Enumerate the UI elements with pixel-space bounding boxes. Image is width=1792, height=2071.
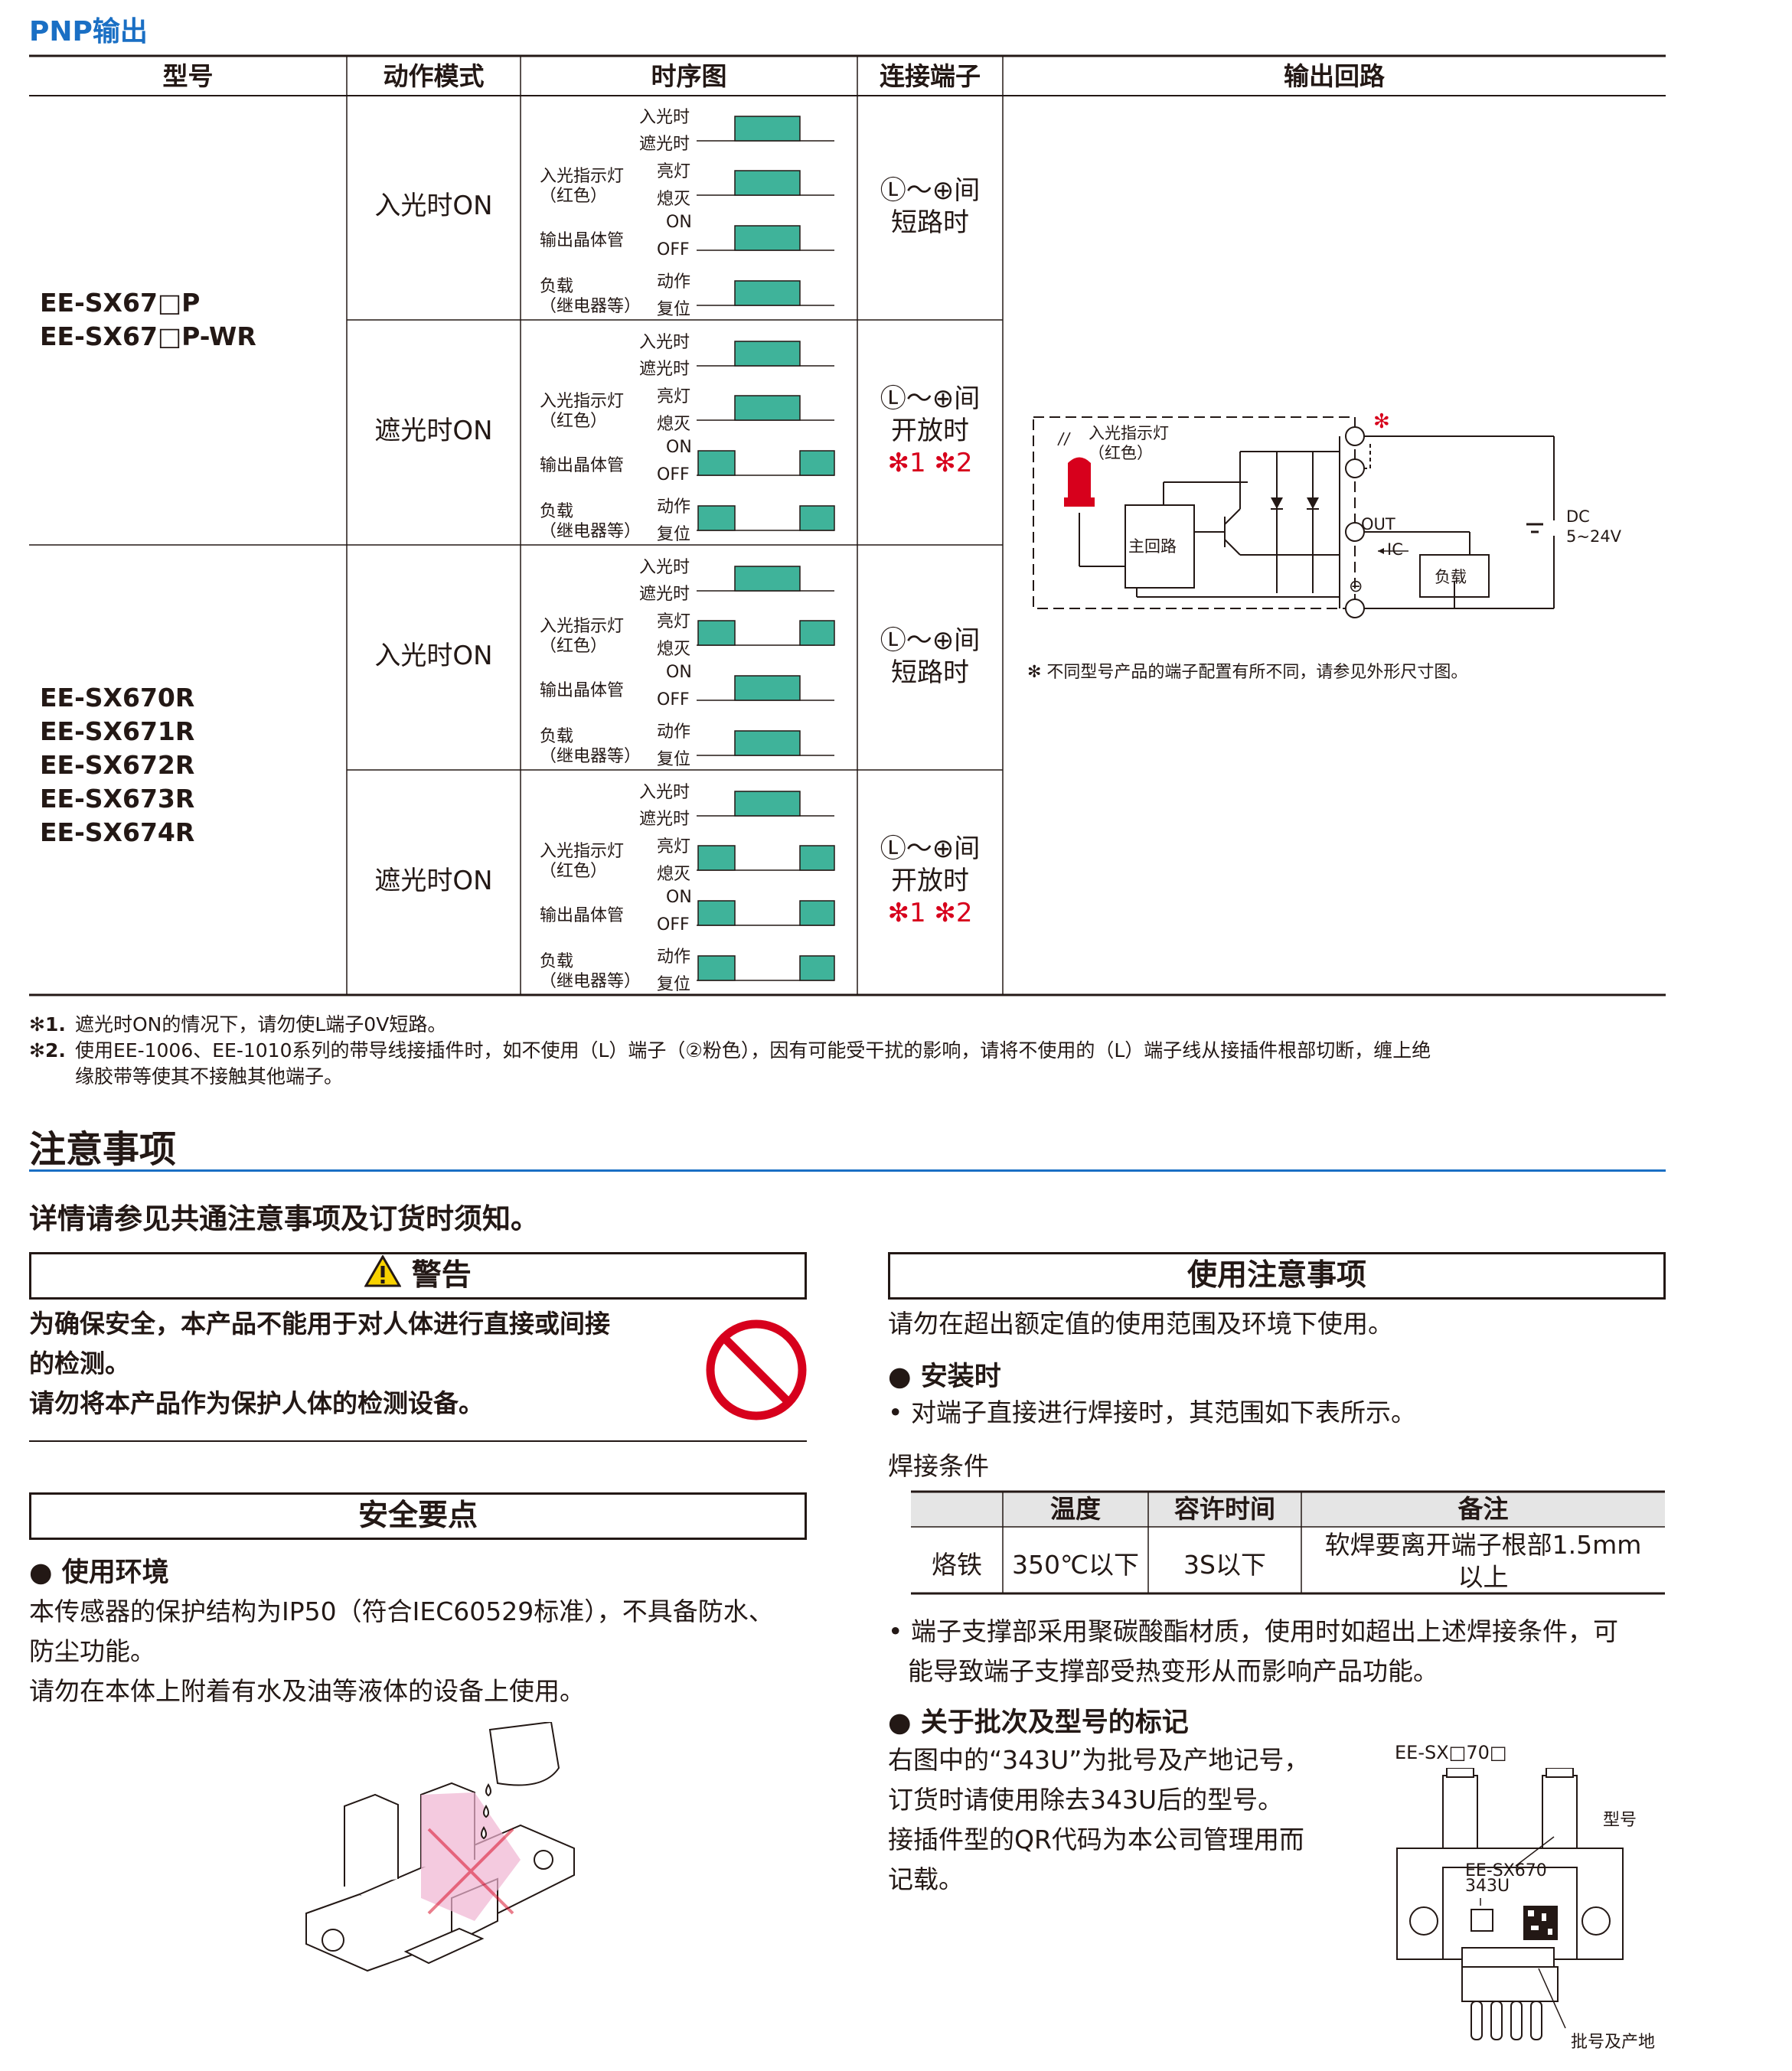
circuit-footnote: ✻ 不同型号产品的端子配置有所不同，请参见外形尺寸图。 <box>1027 663 1468 682</box>
indicator-label: 入光指示灯 <box>1089 424 1169 442</box>
warning-icon <box>364 1254 402 1300</box>
header-circuit: 输出回路 <box>1284 61 1385 91</box>
model-name: EE-SX674R <box>40 817 195 847</box>
fig-title: EE-SX□70□ <box>1395 1742 1507 1763</box>
terminal-open: Ⓛ～⊕间开放时 ✻1 ✻2 <box>857 833 1003 929</box>
fig-lot-label: 批号及产地 <box>1571 2033 1656 2052</box>
warning-header: 警告 <box>29 1252 807 1300</box>
header-model: 型号 <box>162 61 214 91</box>
safety-header: 安全要点 <box>29 1492 807 1540</box>
dc-label: DC <box>1566 507 1590 526</box>
load-label: 负载 <box>1435 568 1467 586</box>
sensor-water-illustration <box>305 1722 575 1972</box>
indicator-sub: （红色） <box>1089 444 1153 462</box>
model-name: EE-SX672R <box>40 750 195 780</box>
model-name: EE-SX671R <box>40 716 195 746</box>
terminal-short: Ⓛ～⊕间短路时 <box>880 625 981 688</box>
note-2: 使用EE-1006、EE-1010系列的带导线接插件时，如不使用（L）端子（②粉… <box>75 1039 1431 1062</box>
solder-header-temp: 温度 <box>1050 1494 1101 1524</box>
solder-header-remark: 备注 <box>1457 1494 1509 1524</box>
solder-cell: 3S以下 <box>1183 1550 1266 1580</box>
output-circuit <box>1033 416 1555 618</box>
solder-title: 焊接条件 <box>888 1451 989 1481</box>
note-mark: ✻1. <box>29 1013 66 1036</box>
usage-bullet2: • 端子支撑部采用聚碳酸酯材质，使用时如超出上述焊接条件，可 能导致端子支撑部受… <box>888 1616 1618 1686</box>
lot-heading: ● 关于批次及型号的标记 <box>888 1707 1189 1738</box>
note-2-cont: 缘胶带等使其不接触其他端子。 <box>75 1065 344 1088</box>
fig-model: EE-SX670 <box>1465 1861 1547 1880</box>
env-text: 本传感器的保护结构为IP50（符合IEC60529标准），不具备防水、 防尘功能… <box>29 1596 774 1706</box>
usage-header: 使用注意事项 <box>888 1252 1666 1300</box>
header-mode: 动作模式 <box>383 61 485 91</box>
lot-marking-figure <box>1396 1768 1624 2040</box>
ic-label: IC <box>1387 540 1403 559</box>
header-timing: 时序图 <box>651 61 727 91</box>
model-name: EE-SX67□P <box>40 288 201 318</box>
header-terminal: 连接端子 <box>880 61 981 91</box>
solder-cell: 软焊要离开端子根部1.5mm 以上 <box>1324 1530 1642 1592</box>
note-1: 遮光时ON的情况下，请勿使L端子0V短路。 <box>75 1013 447 1036</box>
solder-cell: 烙铁 <box>932 1550 982 1580</box>
warning-rule <box>29 1440 807 1442</box>
terminal-note: ✻1 ✻2 <box>887 898 973 928</box>
caution-rule <box>29 1169 1666 1172</box>
note-mark: ✻2. <box>29 1039 66 1062</box>
table-grid <box>29 54 1666 996</box>
solder-table-grid <box>911 1490 1665 1595</box>
caution-subtitle: 详情请参见共通注意事项及订货时须知。 <box>29 1202 539 1235</box>
install-heading: ● 安装时 <box>888 1362 1001 1392</box>
mode-dark-on: 遮光时ON <box>374 866 493 896</box>
voltage-label: 5~24V <box>1566 527 1622 546</box>
minus-label: ⊖ <box>1349 577 1363 596</box>
env-heading: ● 使用环境 <box>29 1557 169 1588</box>
solder-header-time: 容许时间 <box>1174 1494 1275 1524</box>
model-name: EE-SX67□P-WR <box>40 321 256 351</box>
fig-model-label: 型号 <box>1603 1811 1637 1830</box>
prohibited-icon <box>706 1319 807 1420</box>
main-circuit-label: 主回路 <box>1128 537 1177 556</box>
solder-cell: 350℃以下 <box>1011 1550 1140 1580</box>
section-title: PNP输出 <box>29 16 148 47</box>
lot-text: 右图中的“343U”为批号及产地记号， 订货时请使用除去343U后的型号。 接插… <box>888 1745 1310 1894</box>
asterisk-mark: ✻ <box>1373 410 1390 433</box>
fig-lot: 343U <box>1465 1877 1510 1896</box>
warning-text: 为确保安全，本产品不能用于对人体进行直接或间接 的检测。 请勿将本产品作为保护人… <box>29 1309 610 1418</box>
mode-light-on: 入光时ON <box>374 641 493 671</box>
out-label: OUT <box>1361 515 1395 533</box>
caution-title: 注意事项 <box>29 1128 177 1171</box>
terminal-open: Ⓛ～⊕间开放时 ✻1 ✻2 <box>857 383 1003 479</box>
mode-light-on: 入光时ON <box>374 191 493 221</box>
mode-dark-on: 遮光时ON <box>374 416 493 446</box>
terminal-note: ✻1 ✻2 <box>887 448 973 478</box>
model-name: EE-SX670R <box>40 683 195 713</box>
install-line: • 对端子直接进行焊接时，其范围如下表所示。 <box>888 1398 1416 1427</box>
model-name: EE-SX673R <box>40 784 195 814</box>
usage-intro: 请勿在超出额定值的使用范围及环境下使用。 <box>888 1309 1393 1339</box>
terminal-short: Ⓛ～⊕间短路时 <box>880 175 981 238</box>
